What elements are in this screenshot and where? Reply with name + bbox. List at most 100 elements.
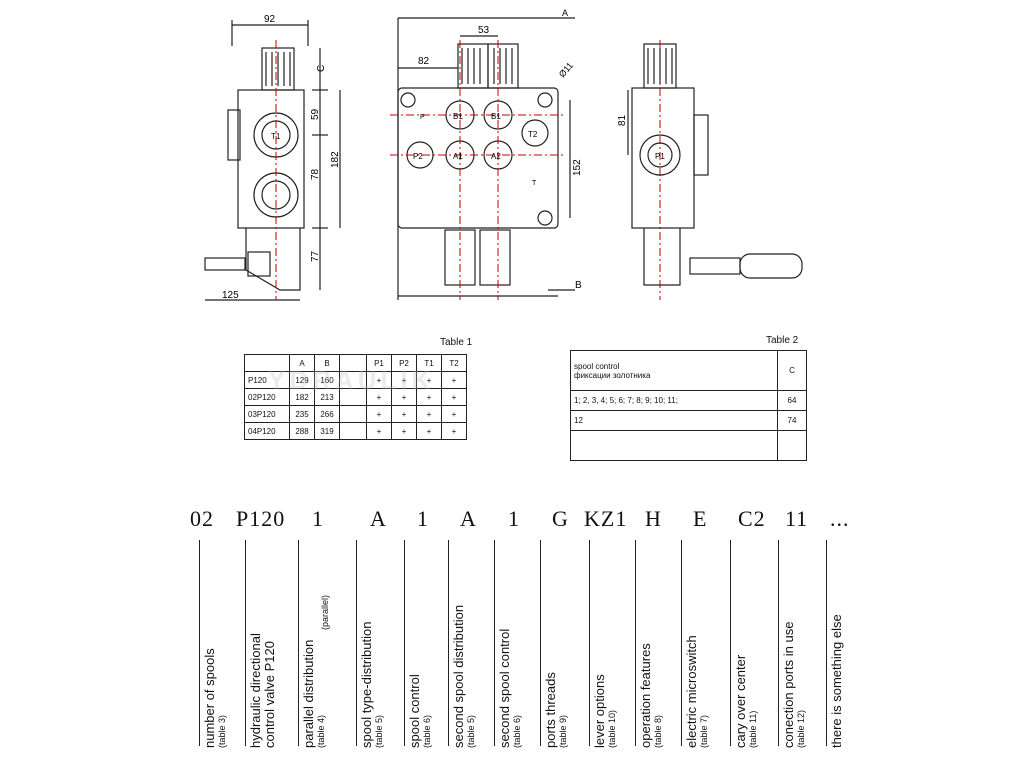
left-view-cap [261,47,295,91]
valve-drawing: 92 125 C 59 78 182 77 T1 53 82 A B Ø11 1… [204,8,803,301]
table-cell: + [441,371,467,389]
code-part: 11 [785,506,809,531]
table1: A B P1 P2 T1 T2 P120 129 160 + + + + 02P… [244,354,467,440]
dim-78: 78 [310,168,321,180]
label-sub: (table 4) [316,714,326,748]
dim-182: 182 [330,151,341,168]
dim-82: 82 [418,56,430,67]
watermark: YDRAULIK [268,365,435,395]
code-label: conection ports in use(table 12) [778,540,816,748]
dim-c: C [316,65,327,72]
table-cell [339,405,367,423]
port-a1-label: A1 [453,152,463,161]
table-cell: 03P120 [244,405,290,423]
table2-title: Table 2 [766,335,799,346]
dim-53: 53 [478,25,490,36]
port-t2-label: T2 [528,130,538,139]
port-b1-label: B1 [453,112,463,121]
label-main: there is something else [829,614,844,748]
port-t-label: T [532,180,537,187]
label-main: number of spools [202,648,217,748]
dim-a: A [562,8,568,18]
table-cell: 1; 2, 3, 4; 5; 6; 7; 8; 9; 10; 11; [570,390,778,411]
label-main: cary over center [733,654,748,748]
code-label: electric microswitch(table 7) [681,540,719,748]
label-main: second spool control [497,628,512,748]
table-row: A B P1 P2 T1 T2 [244,354,467,372]
label-extra: (parallel) [320,594,330,630]
table-row: P120 129 160 + + + + [244,371,467,389]
label-sub: (table 9) [558,714,568,748]
table-cell: 288 [289,422,315,440]
table-row: spool control фиксации золотника C [570,350,807,391]
table-cell: + [366,405,392,423]
table-cell: 12 [570,410,778,431]
port-b1b-label: B1 [491,112,501,121]
code-part: 1 [508,506,520,531]
table-row: 04P120 288 319 + + + + [244,422,467,440]
table-cell: 74 [777,410,807,431]
table-cell [339,422,367,440]
dim-b: B [575,280,582,291]
port-p-label: P [420,114,425,121]
label-main: second spool distribution [451,604,466,748]
table-cell: 266 [314,405,340,423]
label-main: ports threads [543,672,558,748]
table2-header-line1: spool control [574,361,620,371]
code-part: A [460,506,477,531]
code-part: ... [830,506,850,531]
table2-header-line2: фиксации золотника [574,370,651,380]
label-sub: (table 8) [653,714,663,748]
label-main: spool control [407,674,422,748]
table-cell: + [391,422,417,440]
table-cell: + [441,422,467,440]
code-label: second spool distribution(table 5) [448,540,486,748]
code-part: KZ1 [584,506,628,531]
code-label: lever options(table 10) [589,540,627,748]
label-main: lever options [592,674,607,748]
dim-81: 81 [617,114,628,126]
table-header-t2: T2 [441,354,467,372]
label-main: spool type-distribution [359,621,374,748]
dim-92: 92 [264,14,276,25]
code-label: second spool control(table 6) [494,540,532,748]
dim-77: 77 [310,250,321,262]
table-cell: 64 [777,390,807,411]
table-cell: + [366,422,392,440]
code-label: number of spools(table 3) [199,540,237,748]
label-sub: (table 7) [699,714,709,748]
table-cell: 319 [314,422,340,440]
table-cell: 04P120 [244,422,290,440]
code-part: A [370,506,387,531]
table-cell: + [416,422,442,440]
label-main: conection ports in use [781,621,796,748]
dim-59: 59 [310,108,321,120]
code-part: 1 [312,506,324,531]
table1-title: Table 1 [440,337,473,348]
label-sub: (table 5) [466,714,476,748]
label-main: parallel distribution [301,639,316,748]
label-sub: (table 3) [217,714,227,748]
port-p1-label: P1 [655,152,665,161]
label-main2: control valve P120 [262,641,277,748]
table-row: 1; 2, 3, 4; 5; 6; 7; 8; 9; 10; 11; 64 [570,390,807,411]
label-sub: (table 6) [422,714,432,748]
code-label: spool type-distribution(table 5) [356,540,394,748]
dim-125: 125 [222,290,239,301]
code-part: 1 [417,506,429,531]
code-label: cary over center(table 11) [730,540,768,748]
label-sub: (table 11) [748,710,758,748]
table-cell: 235 [289,405,315,423]
table2: spool control фиксации золотника C 1; 2,… [570,350,807,461]
code-part: P120 [236,506,286,531]
code-part: C2 [738,506,766,531]
table-row: 03P120 235 266 + + + + [244,405,467,423]
table-row [570,430,807,461]
table-cell: + [441,388,467,406]
label-sub: (table 10) [607,709,617,748]
dim-phi11: Ø11 [557,60,575,79]
table-cell: + [391,405,417,423]
label-sub: (table 12) [796,709,806,748]
code-label: spool control(table 6) [404,540,442,748]
